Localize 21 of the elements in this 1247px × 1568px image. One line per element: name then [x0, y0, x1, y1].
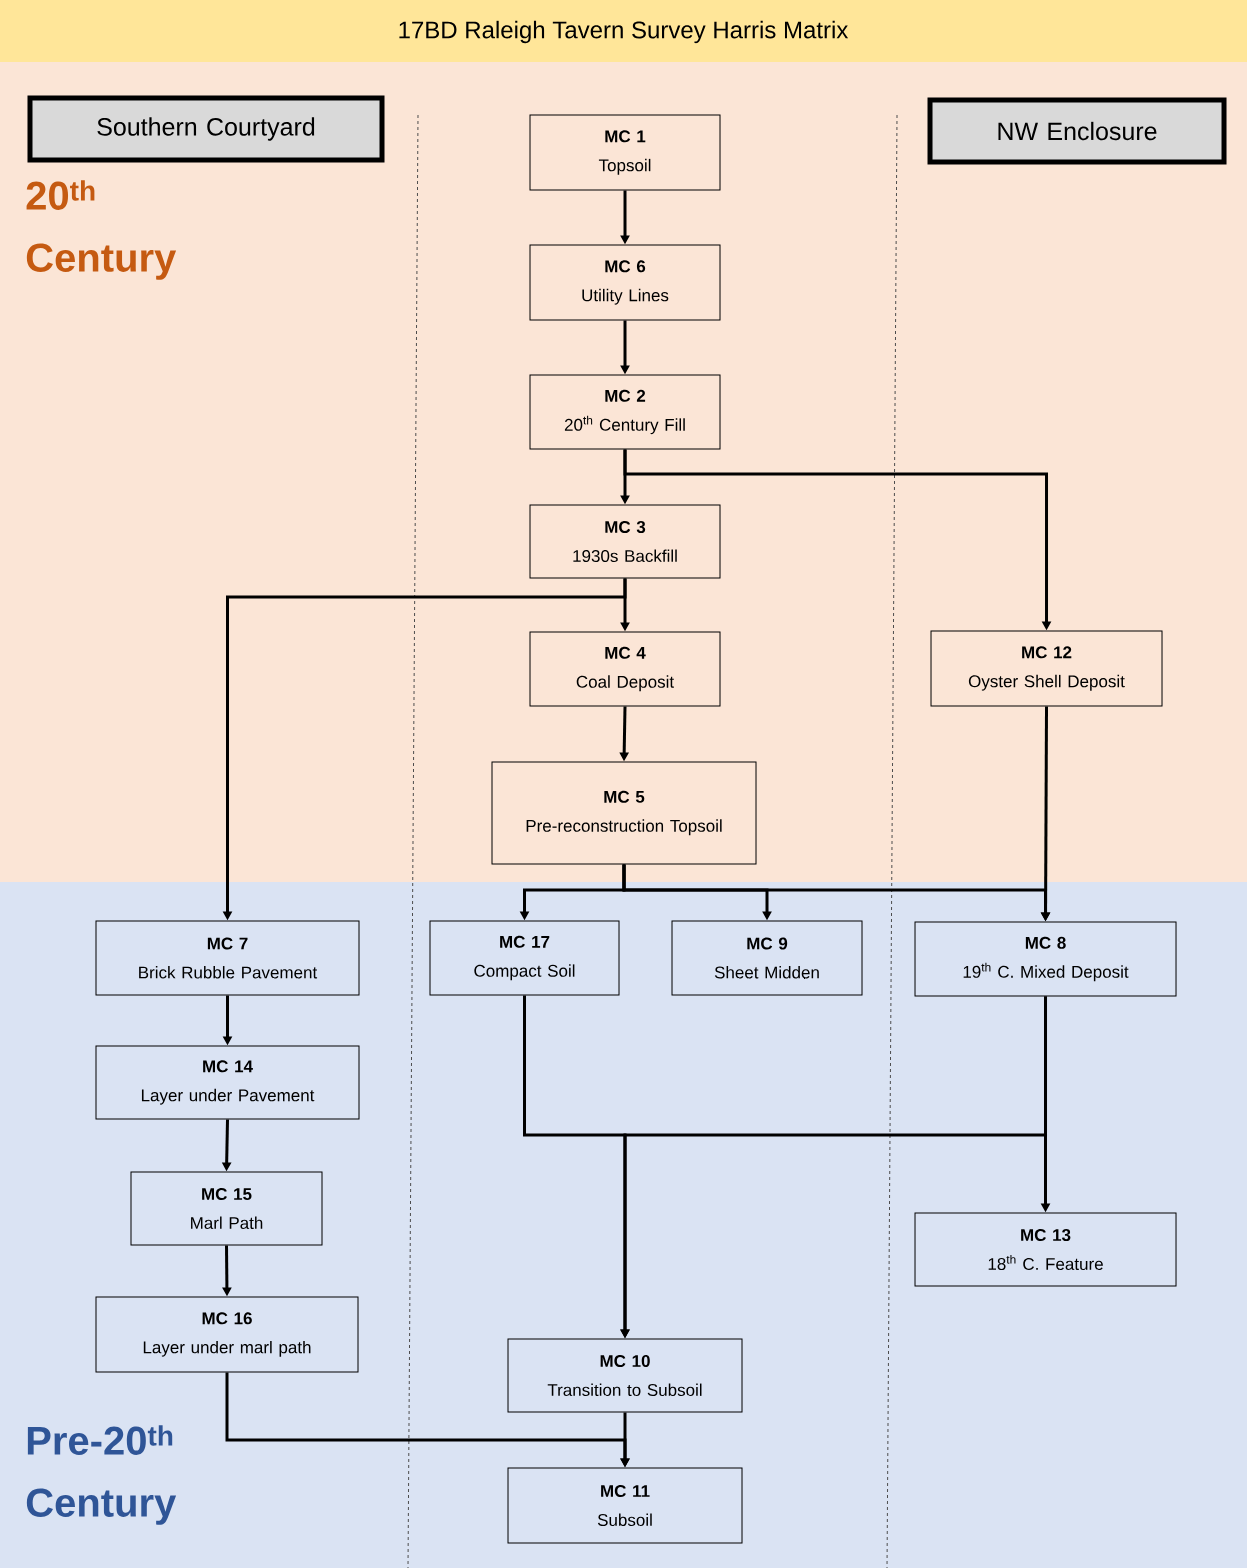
layer-box: MC 14 Layer under Pavement: [95, 1045, 360, 1120]
header-box: NW Enclosure: [927, 97, 1227, 165]
layer-box: MC 15 Marl Path: [130, 1171, 323, 1246]
layer-box: MC 7 Brick Rubble Pavement: [95, 920, 360, 996]
layer-box: MC 16 Layer under marl path: [95, 1296, 359, 1373]
layer-box: MC 8 19$^{th}$ C. Mixed Deposit: [914, 921, 1177, 997]
title-banner: 17BD Raleigh Tavern Survey Harris Matrix: [0, 0, 1247, 62]
layer-box: MC 1 Topsoil: [529, 114, 721, 191]
layer-box: MC 11 Subsoil: [507, 1467, 743, 1544]
layer-box: MC 12 Oyster Shell Deposit: [930, 630, 1163, 707]
layer-box: MC 4 Coal Deposit: [529, 631, 721, 707]
layer-box: MC 5 Pre-reconstruction Topsoil: [491, 761, 757, 865]
layer-box: MC 2 20$^{th}$ Century Fill: [529, 374, 721, 450]
header-box: Southern Courtyard: [27, 95, 385, 163]
layer-box: MC 17 Compact Soil: [429, 920, 620, 996]
layer-box: MC 10 Transition to Subsoil: [507, 1338, 743, 1413]
layer-box: MC 13 18$^{th}$ C. Feature: [914, 1212, 1177, 1287]
layer-box: MC 3 1930s Backfill: [529, 504, 721, 579]
period-label: Pre-20$^{th}$ Century: [26, 1425, 177, 1525]
layer-box: MC 9 Sheet Midden: [671, 920, 863, 996]
layer-box: MC 6 Utility Lines: [529, 244, 721, 321]
